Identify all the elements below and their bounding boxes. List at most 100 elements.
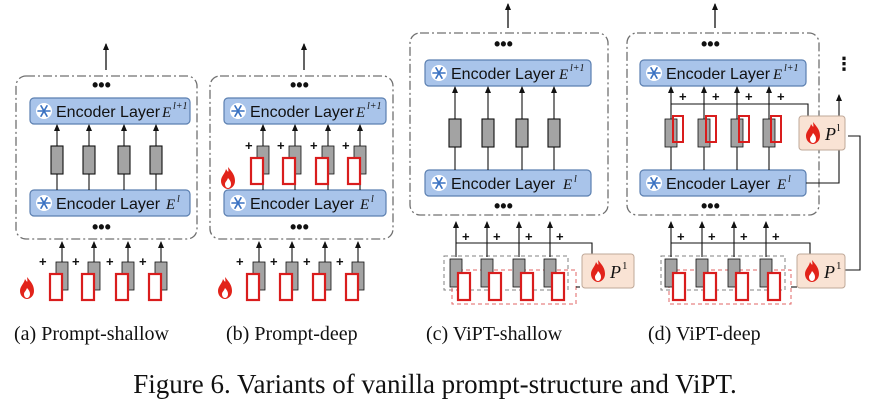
encoder-symbol: E [772,67,782,83]
plus-sign: + [677,229,685,244]
encoder-symbol: E [558,67,568,83]
plus-sign: + [525,229,533,244]
fire-icon [218,277,232,299]
prompt-block-p1: P 1 [581,253,635,289]
snowflake-icon [35,102,53,120]
panel-d-vipt-deep: ••• ⋮ Encoder Layer E l+1 Encoder Layer … [626,3,861,345]
plus-sign: + [72,254,80,269]
figure-caption: Figure 6. Variants of vanilla prompt-str… [133,369,737,399]
encoder-superscript: l [574,174,577,185]
panel-b-prompt-deep: ••• Encoder Layer E l+1 Encoder Layer E … [209,43,394,345]
plus-sign: + [39,254,47,269]
encoder-stack-frame [209,75,394,240]
plus-sign: + [270,254,278,269]
encoder-superscript: l+1 [173,101,188,112]
plus-sign: + [740,229,748,244]
plus-sign: + [342,138,350,153]
prompt-symbol: P [609,262,621,282]
input-tokens: + + + + [20,241,168,302]
snowflake-icon [229,102,247,120]
encoder-name: Encoder Layer [451,66,556,83]
plus-sign: + [303,254,311,269]
encoder-symbol: E [562,177,572,193]
plus-sign: + [236,254,244,269]
panel-label: (a) Prompt-shallow [14,323,170,345]
encoder-superscript: l+1 [784,63,799,74]
encoder-name: Encoder Layer [250,104,355,121]
plus-sign: + [772,229,780,244]
encoder-symbol: E [355,105,365,121]
ellipsis-bottom: ••• [290,217,309,237]
plus-sign: + [679,89,687,104]
plus-sign: + [106,254,114,269]
encoder-layer-current: Encoder Layer E l [29,189,191,217]
encoder-layer-next: Encoder Layer E l+1 [639,59,807,87]
plus-sign: + [139,254,147,269]
ellipsis-top: ••• [494,34,513,54]
encoder-stack-frame [409,32,609,216]
panel-label: (d) ViPT-deep [648,323,761,345]
ellipsis-bottom: ••• [701,196,720,216]
encoder-name: Encoder Layer [56,196,161,213]
plus-sign: + [745,89,753,104]
plus-sign: + [336,254,344,269]
encoder-superscript: l+1 [570,63,585,74]
prompt-symbol: P [823,262,835,282]
intermediate-tokens-with-prompts: + + + + [221,124,367,190]
encoder-symbol: E [165,197,175,213]
ellipsis-top: ••• [701,34,720,54]
token-group-frame [660,255,786,291]
encoder-symbol: E [776,177,786,193]
plus-sign: + [245,138,253,153]
vertical-ellipsis: ⋮ [835,54,853,74]
intermediate-tokens [448,86,561,170]
snowflake-icon [35,194,53,212]
encoder-superscript: l [371,194,374,205]
panel-c-vipt-shallow: ••• Encoder Layer E l+1 Encoder Layer E … [409,3,635,345]
snowflake-icon [430,64,448,82]
encoder-name: Encoder Layer [451,176,556,193]
plus-sign: + [277,138,285,153]
prompt-input-group: + + + + P 1 [660,135,861,305]
ellipsis-top: ••• [290,75,309,95]
encoder-name: Encoder Layer [666,176,771,193]
plus-sign: + [712,89,720,104]
ellipsis-top: ••• [92,75,111,95]
encoder-name: Encoder Layer [250,196,355,213]
prompt-superscript: 1 [836,260,842,272]
fire-icon [221,167,235,189]
snowflake-icon [430,174,448,192]
encoder-stack-frame [15,75,198,240]
encoder-layer-current: Encoder Layer E l [223,189,387,217]
plus-sign: + [708,229,716,244]
plus-sign: + [493,229,501,244]
encoder-superscript: l [177,194,180,205]
snowflake-icon [645,174,663,192]
prompt-symbol: P [824,124,836,144]
encoder-layer-next: Encoder Layer E l+1 [424,59,592,87]
intermediate-tokens-with-prompts: + + + + P l [664,86,846,184]
prompt-block-p1: P 1 [796,253,846,289]
panel-label: (b) Prompt-deep [226,323,358,345]
encoder-layer-next: Encoder Layer E l+1 [29,97,191,125]
encoder-layer-current: Encoder Layer E l [424,169,592,197]
panel-a-prompt-shallow: ••• Encoder Layer E l+1 Encoder Layer E … [14,43,198,345]
encoder-layer-next: Encoder Layer E l+1 [223,97,387,125]
snowflake-icon [645,64,663,82]
snowflake-icon [229,194,247,212]
encoder-name: Encoder Layer [666,66,771,83]
encoder-symbol: E [161,105,171,121]
prompt-superscript: 1 [622,260,628,272]
plus-sign: + [777,89,785,104]
plus-sign: + [310,138,318,153]
ellipsis-bottom: ••• [92,217,111,237]
panel-label: (c) ViPT-shallow [426,323,563,345]
prompt-input-group: + + + + P 1 [443,221,635,305]
encoder-name: Encoder Layer [56,104,161,121]
fire-icon [20,277,34,299]
plus-sign: + [556,229,564,244]
encoder-layer-current: Encoder Layer E l [639,169,807,197]
encoder-superscript: l+1 [367,101,382,112]
ellipsis-bottom: ••• [494,196,513,216]
